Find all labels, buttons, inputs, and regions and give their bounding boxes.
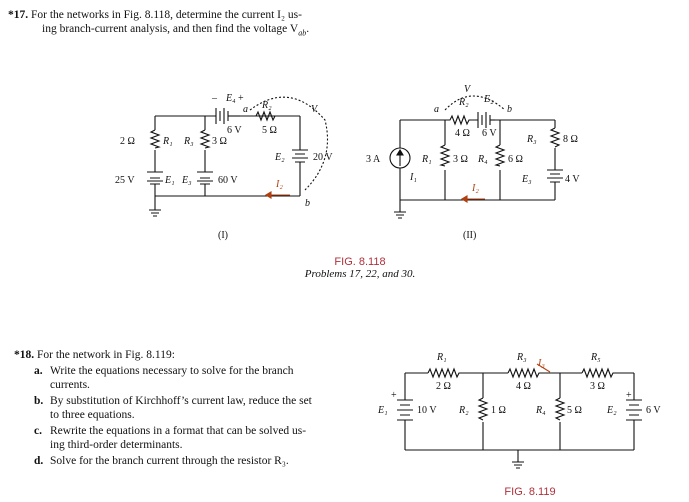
fig119-R4-name: R₄ [535,405,546,416]
net1-Vab-label: V [311,104,319,115]
problem-18-intro: *18. For the network in Fig. 8.119: [14,348,339,362]
net1-R2-value: 5 Ω [262,125,277,136]
problem-18: *18. For the network in Fig. 8.119: a. W… [14,348,339,468]
net2-I2-label: I₂ [471,183,479,194]
net2-E3-value: 4 V [565,174,580,185]
net1-R1-name: R₁ [162,136,173,147]
fig119-R2-value: 1 Ω [491,405,506,416]
problem-18-text: For the network in Fig. 8.119: [37,349,175,361]
net1-E4-plus: + [238,93,244,104]
net1-E3-name: E₃ [181,175,192,186]
net1-E2-name: E₂ [274,152,285,163]
net2-Vab-label: V [464,84,472,95]
item-b-label: b. [34,395,44,407]
net1-figure-label: (I) [218,230,228,241]
net1-R2-name: R₂ [261,100,272,111]
item-a-line1: Write the equations necessary to solve f… [50,365,294,377]
fig119-R1-value: 2 Ω [436,381,451,392]
fig119-R5-value: 3 Ω [590,381,605,392]
net2-R2-value: 4 Ω [455,128,470,139]
problem-17-number: *17. [8,9,29,21]
net2-E2-value: 6 V [482,128,497,139]
item-a-line2: currents. [50,379,90,391]
fig119-R4-value: 5 Ω [567,405,582,416]
fig119-R2-name: R₂ [458,405,469,416]
net1-E4-minus: – [211,93,218,104]
net1-R3-value: 3 Ω [212,136,227,147]
problem-17-text-2: ing branch-current analysis, and then fi… [42,23,299,35]
fig119-R3-name: R₃ [516,352,527,363]
problem-18-item-a: a. Write the equations necessary to solv… [14,364,339,392]
problem-17-line2: ing branch-current analysis, and then fi… [8,22,338,40]
net2-I1-label: I₁ [409,172,417,183]
net2-R2-name: R₂ [458,97,469,108]
problem-17-text-1: For the networks in Fig. 8.118, determin… [31,9,302,21]
fig119-R3-value: 4 Ω [516,381,531,392]
fig119-R1-name: R₁ [436,352,447,363]
net2-R1-name: R₁ [421,154,432,165]
problem-18-item-d: d. Solve for the branch current through … [14,454,339,468]
net2-R4-name: R₄ [477,154,488,165]
net1-E4-value: 6 V [227,125,242,136]
net1-E1-value: 25 V [115,175,135,186]
net1-a-label: a [243,104,248,115]
fig-119-caption: FIG. 8.119 [504,486,556,498]
net2-R3-value: 8 Ω [563,134,578,145]
fig-118-caption: FIG. 8.118 [334,256,386,268]
fig119-E2-plus: + [626,390,632,401]
item-c-line1: Rewrite the equations in a format that c… [50,425,307,437]
fig119-E1-plus: + [391,390,397,401]
net2-E2-name: E₂ [483,94,494,105]
problem-18-item-c: c. Rewrite the equations in a format tha… [14,424,339,452]
net1-E1-name: E₁ [164,175,175,186]
item-d-label: d. [34,455,44,467]
net2-a-label: a [434,104,439,115]
net1-E2-value: 20 V [313,152,333,163]
fig119-I3-label: I₃ [537,358,545,369]
net1-I2-label: I₂ [275,179,283,190]
item-c-label: c. [34,425,42,437]
net2-R3-name: R₃ [526,134,537,145]
item-a-label: a. [34,365,43,377]
problem-17-end: . [306,23,310,35]
net2-E3-name: E₃ [521,174,532,185]
item-b-line2: to three equations. [50,409,135,421]
fig119-R5-name: R₅ [590,352,601,363]
net2-figure-label: (II) [463,230,476,241]
fig119-E1-value: 10 V [417,405,437,416]
fig119-E2-value: 6 V [646,405,661,416]
problem-17-line1: *17. For the networks in Fig. 8.118, det… [8,8,338,22]
net1-R1-value: 2 Ω [120,136,135,147]
item-b-line1: By substitution of Kirchhoff’s current l… [50,395,312,407]
net1-R3-name: R₃ [183,136,194,147]
fig-118-diagram: E₄ – + a R₂ V 6 V 5 Ω 2 Ω R₁ R₃ 3 Ω E₂ 2… [115,84,580,241]
net1-b-label: b [305,198,310,209]
fig-119-diagram: R₁ 2 Ω R₃ 4 Ω I₃ R₅ 3 Ω + E₁ 10 V R₂ 1 Ω… [377,352,661,469]
net1-E3-value: 60 V [218,175,238,186]
problem-17: *17. For the networks in Fig. 8.118, det… [8,8,338,40]
net1-E4-name: E₄ [225,93,236,104]
net2-R4-value: 6 Ω [508,154,523,165]
fig-118-subcaption: Problems 17, 22, and 30. [304,268,416,280]
problem-17-sub: ab [298,28,307,38]
problem-18-number: *18. [14,349,35,361]
fig119-E1-name: E₁ [377,405,388,416]
problem-18-item-b: b. By substitution of Kirchhoff’s curren… [14,394,339,422]
net2-source-value: 3 A [366,154,381,165]
item-c-line2: ing third-order determinants. [50,439,183,451]
item-d-line1: Solve for the branch current through the… [50,455,289,467]
net2-R1-value: 3 Ω [453,154,468,165]
fig119-E2-name: E₂ [606,405,617,416]
net2-b-label: b [507,104,512,115]
